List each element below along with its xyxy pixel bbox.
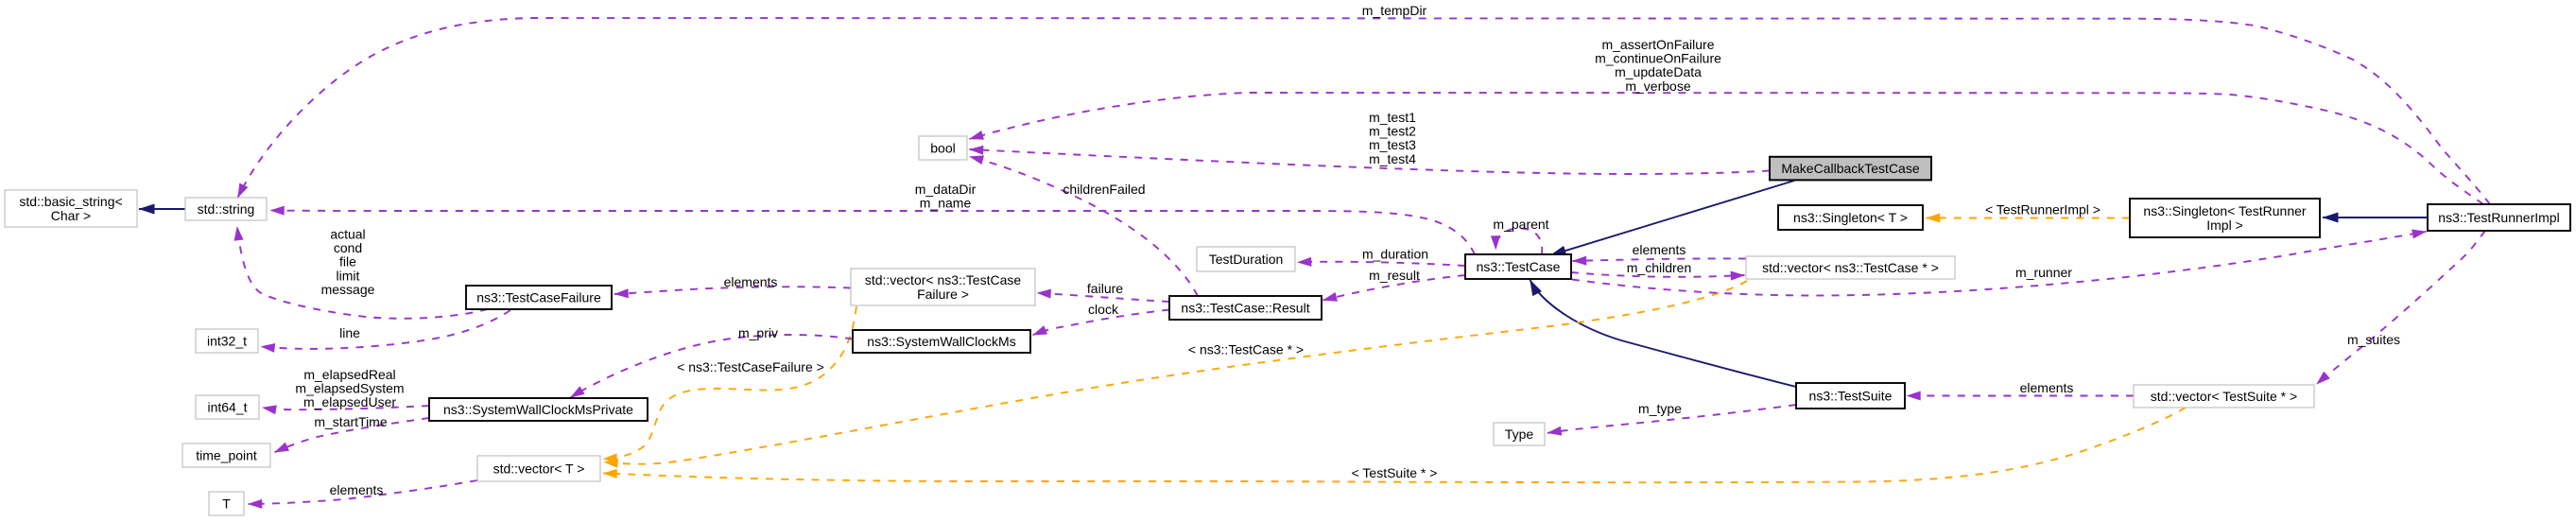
svg-text:Failure >: Failure > xyxy=(917,287,969,302)
svg-text:clock: clock xyxy=(1088,302,1119,317)
svg-text:m_runner: m_runner xyxy=(2015,265,2072,280)
svg-text:elements: elements xyxy=(2020,380,2074,395)
svg-text:< ns3::TestCaseFailure >: < ns3::TestCaseFailure > xyxy=(677,359,824,374)
svg-text:TestDuration: TestDuration xyxy=(1209,252,1284,267)
svg-text:m_startTime: m_startTime xyxy=(314,414,387,429)
svg-text:m_test4: m_test4 xyxy=(1369,151,1416,166)
svg-text:cond: cond xyxy=(334,240,362,255)
svg-text:< TestSuite * >: < TestSuite * > xyxy=(1352,465,1438,480)
svg-text:file: file xyxy=(339,254,356,270)
svg-text:std::basic_string<: std::basic_string< xyxy=(19,194,122,209)
svg-text:m_verbose: m_verbose xyxy=(1625,78,1690,94)
svg-text:Impl >: Impl > xyxy=(2206,218,2243,233)
svg-text:ns3::TestCase: ns3::TestCase xyxy=(1477,259,1561,274)
svg-text:m_children: m_children xyxy=(1627,260,1691,275)
svg-text:m_assertOnFailure: m_assertOnFailure xyxy=(1601,37,1714,52)
svg-text:int32_t: int32_t xyxy=(207,334,247,349)
svg-text:int64_t: int64_t xyxy=(207,400,247,415)
svg-text:< ns3::TestCase * >: < ns3::TestCase * > xyxy=(1188,342,1304,357)
svg-text:ns3::TestCaseFailure: ns3::TestCaseFailure xyxy=(476,290,601,305)
svg-text:std::string: std::string xyxy=(198,201,255,217)
svg-text:m_updateData: m_updateData xyxy=(1615,64,1702,79)
svg-text:ns3::TestCase::Result: ns3::TestCase::Result xyxy=(1181,301,1309,316)
svg-text:m_test3: m_test3 xyxy=(1369,137,1416,152)
svg-text:m_continueOnFailure: m_continueOnFailure xyxy=(1595,51,1721,66)
svg-text:bool: bool xyxy=(930,141,955,156)
svg-text:std::vector< TestSuite * >: std::vector< TestSuite * > xyxy=(2151,389,2297,404)
svg-text:Char >: Char > xyxy=(51,208,91,223)
svg-text:m_elapsedReal: m_elapsedReal xyxy=(303,367,395,382)
svg-text:m_priv: m_priv xyxy=(738,325,778,340)
svg-text:failure: failure xyxy=(1087,281,1123,296)
svg-text:m_test2: m_test2 xyxy=(1369,124,1416,139)
svg-text:m_suites: m_suites xyxy=(2347,332,2400,347)
svg-text:MakeCallbackTestCase: MakeCallbackTestCase xyxy=(1781,161,1919,176)
svg-text:ns3::Singleton< T >: ns3::Singleton< T > xyxy=(1793,210,1908,225)
svg-text:ns3::SystemWallClockMs: ns3::SystemWallClockMs xyxy=(867,334,1015,349)
svg-text:limit: limit xyxy=(337,268,360,283)
svg-text:actual: actual xyxy=(330,227,365,242)
svg-text:Type: Type xyxy=(1505,426,1534,442)
svg-text:m_result: m_result xyxy=(1369,268,1420,283)
svg-text:std::vector< T >: std::vector< T > xyxy=(493,461,585,477)
svg-text:ns3::Singleton< TestRunner: ns3::Singleton< TestRunner xyxy=(2143,203,2306,218)
svg-text:time_point: time_point xyxy=(196,448,257,463)
svg-text:ns3::TestRunnerImpl: ns3::TestRunnerImpl xyxy=(2438,210,2559,225)
svg-text:message: message xyxy=(321,282,375,297)
svg-text:T: T xyxy=(222,496,231,512)
svg-text:elements: elements xyxy=(330,482,384,497)
svg-text:elements: elements xyxy=(724,274,778,289)
svg-text:< TestRunnerImpl >: < TestRunnerImpl > xyxy=(1985,202,2101,218)
svg-text:m_tempDir: m_tempDir xyxy=(1362,3,1427,18)
svg-text:ns3::SystemWallClockMsPrivate: ns3::SystemWallClockMsPrivate xyxy=(443,402,633,417)
svg-text:m_name: m_name xyxy=(920,196,972,211)
svg-text:m_elapsedSystem: m_elapsedSystem xyxy=(295,381,404,396)
svg-text:m_type: m_type xyxy=(1638,401,1682,416)
svg-text:std::vector< ns3::TestCase * >: std::vector< ns3::TestCase * > xyxy=(1762,260,1939,275)
svg-text:childrenFailed: childrenFailed xyxy=(1063,182,1145,197)
svg-text:m_elapsedUser: m_elapsedUser xyxy=(303,394,396,409)
svg-text:std::vector< ns3::TestCase: std::vector< ns3::TestCase xyxy=(865,272,1022,287)
svg-text:m_parent: m_parent xyxy=(1493,217,1548,232)
svg-text:m_dataDir: m_dataDir xyxy=(915,182,977,197)
svg-text:elements: elements xyxy=(1633,242,1686,257)
svg-text:line: line xyxy=(339,325,360,340)
svg-text:m_duration: m_duration xyxy=(1362,247,1428,262)
svg-text:ns3::TestSuite: ns3::TestSuite xyxy=(1809,389,1893,404)
svg-text:m_test1: m_test1 xyxy=(1369,110,1416,125)
